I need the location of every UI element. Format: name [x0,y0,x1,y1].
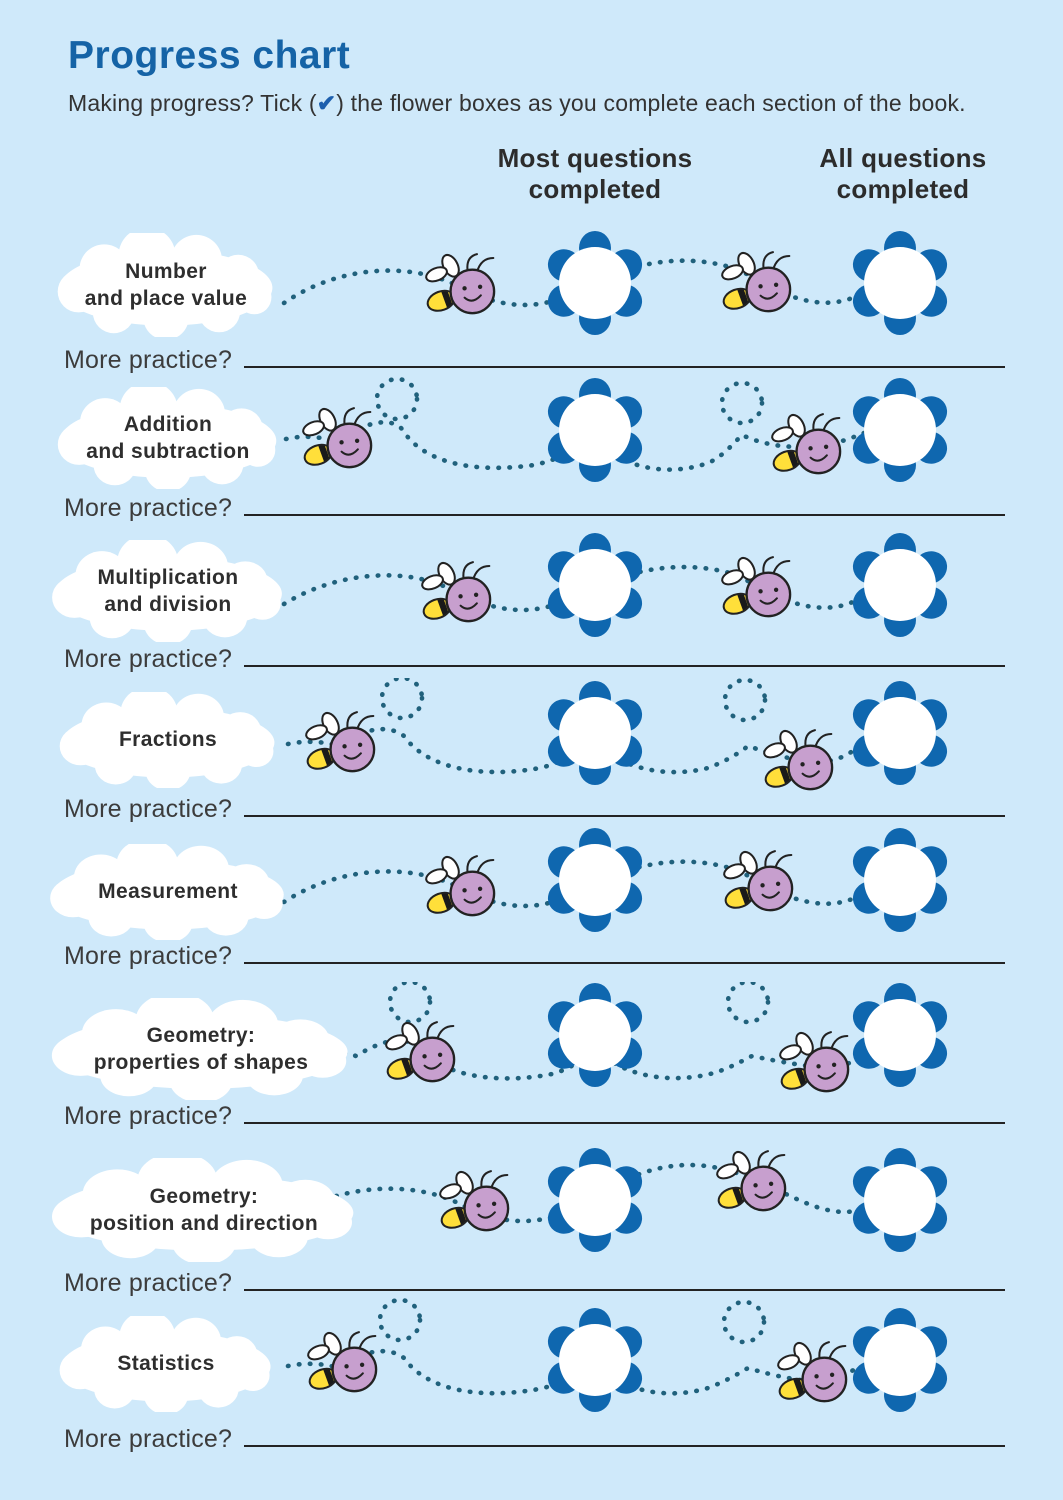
cloud-label: Fractions [54,692,282,788]
more-practice-line[interactable] [244,1265,1005,1291]
more-practice-line[interactable] [244,791,1005,817]
flower-checkbox-most[interactable] [543,533,647,637]
flower-checkbox-most[interactable] [543,681,647,785]
section-label: Geometry: position and direction [89,1184,319,1235]
section-label: Measurement [98,880,238,904]
more-practice-line[interactable] [244,641,1005,667]
flower-checkbox-most[interactable] [543,378,647,482]
cloud-label: Geometry: properties of shapes [44,998,358,1100]
bee-icon [720,554,798,624]
more-practice-label: More practice? [64,1425,233,1453]
more-practice-label: More practice? [64,795,233,823]
flower-checkbox-most[interactable] [543,1308,647,1412]
more-practice-row: More practice? [64,791,1005,824]
section-label: Multiplication and division [97,565,239,616]
bee-icon [770,411,848,481]
flower-checkbox-most[interactable] [543,231,647,335]
cloud-label: Statistics [54,1316,278,1412]
section-row-statistics: Statistics More practice? [0,1296,1063,1458]
flower-checkbox-most[interactable] [543,828,647,932]
more-practice-line[interactable] [244,490,1005,516]
cloud-label: Geometry: position and direction [44,1158,364,1262]
section-row-multiplication-and-division: Multiplication and division More practic… [0,528,1063,690]
more-practice-row: More practice? [64,1265,1005,1298]
section-label: Statistics [117,1352,215,1376]
flower-checkbox-all[interactable] [848,1308,952,1412]
flower-checkbox-all[interactable] [848,983,952,1087]
section-row-geometry-properties-of-shapes: Geometry: properties of shapes More prac… [0,982,1063,1144]
section-row-number-and-place-value: Number and place value More practice? [0,225,1063,387]
page-title: Progress chart [68,34,351,77]
column-header-most-questions: Most questions completed [497,143,693,205]
bee-icon [424,853,502,923]
more-practice-row: More practice? [64,641,1005,674]
flower-checkbox-most[interactable] [543,1148,647,1252]
flower-checkbox-all[interactable] [848,828,952,932]
column-header-all-questions: All questions completed [819,143,987,205]
more-practice-row: More practice? [64,1098,1005,1131]
section-label: Addition and subtraction [86,412,250,463]
flower-checkbox-all[interactable] [848,533,952,637]
more-practice-row: More practice? [64,490,1005,523]
more-practice-row: More practice? [64,938,1005,971]
flower-checkbox-all[interactable] [848,1148,952,1252]
tick-icon: ✔ [316,90,337,116]
bee-icon [715,1148,793,1218]
bee-icon [438,1168,516,1238]
section-row-geometry-position-and-direction: Geometry: position and direction More pr… [0,1138,1063,1300]
section-label: Fractions [118,728,218,752]
more-practice-line[interactable] [244,342,1005,368]
cloud-label: Measurement [44,844,292,940]
bee-icon [762,727,840,797]
more-practice-line[interactable] [244,1421,1005,1447]
section-row-fractions: Fractions More practice? [0,678,1063,840]
flower-checkbox-all[interactable] [848,378,952,482]
flower-checkbox-most[interactable] [543,983,647,1087]
section-row-measurement: Measurement More practice? [0,830,1063,992]
more-practice-row: More practice? [64,342,1005,375]
bee-icon [776,1339,854,1409]
bee-icon [306,1329,384,1399]
flower-checkbox-all[interactable] [848,231,952,335]
bee-icon [304,709,382,779]
more-practice-label: More practice? [64,1102,233,1130]
bee-icon [722,848,800,918]
bee-icon [778,1029,856,1099]
subtitle-text-suffix: ) the flower boxes as you complete each … [336,90,966,116]
page-subtitle: Making progress? Tick (✔) the flower box… [68,90,966,117]
section-label: Geometry: properties of shapes [93,1023,309,1074]
more-practice-line[interactable] [244,1098,1005,1124]
bee-icon [420,559,498,629]
flower-checkbox-all[interactable] [848,681,952,785]
more-practice-row: More practice? [64,1421,1005,1454]
more-practice-label: More practice? [64,645,233,673]
more-practice-label: More practice? [64,346,233,374]
section-label: Number and place value [84,259,248,310]
bee-icon [424,251,502,321]
bee-icon [720,249,798,319]
cloud-label: Number and place value [52,233,280,337]
more-practice-label: More practice? [64,494,233,522]
bee-icon [301,405,379,475]
more-practice-label: More practice? [64,942,233,970]
cloud-label: Multiplication and division [46,540,290,642]
bee-icon [384,1019,462,1089]
cloud-label: Addition and subtraction [52,387,284,489]
more-practice-line[interactable] [244,938,1005,964]
subtitle-text-prefix: Making progress? Tick ( [68,90,317,116]
more-practice-label: More practice? [64,1269,233,1297]
section-row-addition-and-subtraction: Addition and subtraction More practice? [0,377,1063,539]
